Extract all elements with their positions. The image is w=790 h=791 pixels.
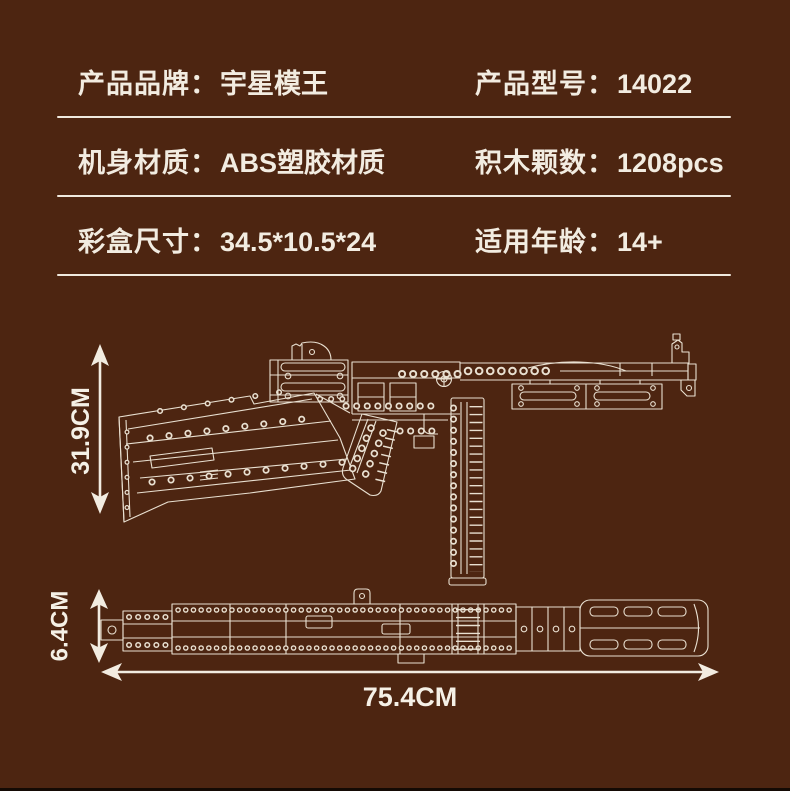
brand-value: 宇星模王	[220, 69, 328, 99]
material-label: 机身材质：	[78, 148, 218, 178]
length-dimension-label: 75.4CM	[363, 682, 458, 712]
arrow-left-icon	[101, 663, 122, 681]
row-divider-1	[57, 116, 731, 118]
row-divider-3	[57, 274, 731, 276]
product-dimension-figure: 31.9CM 6.4CM 75.4CM	[46, 333, 719, 712]
spec-row-box-age: 彩盒尺寸：34.5*10.5*24 适用年龄：14+	[0, 219, 790, 265]
arrow-down-icon	[91, 492, 109, 514]
arrow-right-icon	[698, 663, 719, 681]
spec-row-material-pieces: 机身材质：ABS塑胶材质 积木颗数：1208pcs	[0, 140, 790, 186]
gun-bottom-view-drawing	[100, 588, 709, 664]
spec-row-brand-model: 产品品牌：宇星模王 产品型号：14022	[0, 61, 790, 107]
row-divider-2	[57, 195, 731, 197]
material-value: ABS塑胶材质	[220, 148, 386, 178]
thickness-dimension-annotation: 6.4CM	[46, 589, 108, 663]
brand-label: 产品品牌：	[78, 69, 218, 99]
spec-cell-material: 机身材质：ABS塑胶材质	[78, 140, 385, 186]
pieces-value: 1208pcs	[617, 148, 724, 178]
arrow-up-icon	[91, 344, 109, 366]
arrow-up-icon	[90, 589, 108, 609]
section-bottom-edge	[0, 788, 790, 791]
spec-cell-brand: 产品品牌：宇星模王	[78, 61, 328, 107]
spec-cell-model: 产品型号：14022	[475, 61, 692, 107]
spec-cell-age: 适用年龄：14+	[475, 219, 663, 265]
spec-cell-box-size: 彩盒尺寸：34.5*10.5*24	[78, 219, 376, 265]
age-label: 适用年龄：	[475, 227, 615, 257]
height-dimension-annotation: 31.9CM	[67, 344, 109, 514]
thickness-dimension-label: 6.4CM	[46, 591, 73, 662]
height-dimension-label: 31.9CM	[67, 387, 95, 475]
spec-cell-pieces: 积木颗数：1208pcs	[475, 140, 724, 186]
box-size-value: 34.5*10.5*24	[220, 227, 377, 257]
arrow-down-icon	[90, 643, 108, 663]
model-label: 产品型号：	[475, 69, 615, 99]
pieces-label: 积木颗数：	[475, 148, 615, 178]
model-value: 14022	[617, 69, 693, 99]
box-size-label: 彩盒尺寸：	[78, 227, 218, 257]
gun-side-view-drawing	[118, 333, 697, 586]
age-value: 14+	[617, 227, 663, 257]
length-dimension-annotation: 75.4CM	[101, 663, 719, 712]
